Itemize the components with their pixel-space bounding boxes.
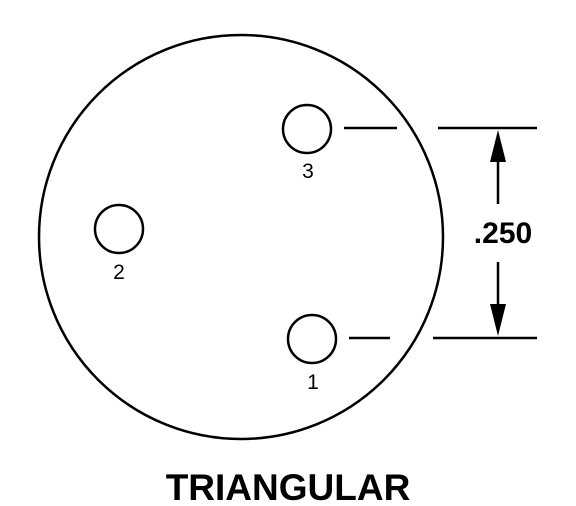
pin-hole-3	[281, 103, 333, 155]
diagram-caption: TRIANGULAR	[166, 467, 411, 506]
arrow-up-icon	[490, 130, 506, 162]
dimension-line	[490, 130, 506, 336]
arrow-down-icon	[490, 304, 506, 336]
pin-label-3: 3	[302, 160, 314, 183]
pin-hole-1	[286, 313, 338, 365]
pin-hole-2	[93, 203, 145, 255]
pin-label-1: 1	[307, 371, 319, 394]
pin-label-2: 2	[113, 261, 125, 284]
connector-body-circle	[37, 33, 445, 441]
dimension-label: .250	[474, 217, 532, 250]
